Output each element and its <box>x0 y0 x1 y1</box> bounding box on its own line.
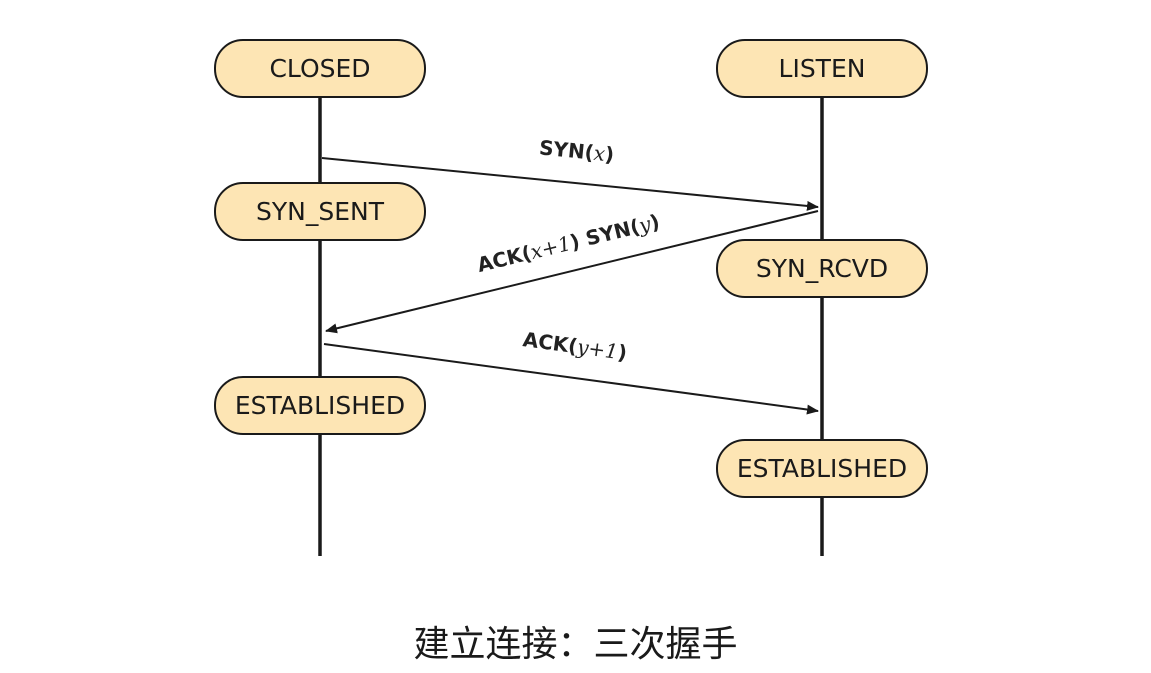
diagram-caption: 建立连接：三次握手 <box>413 624 738 665</box>
state-server-established: ESTABLISHED <box>716 439 928 498</box>
state-server-syn-rcvd: SYN_RCVD <box>716 239 928 298</box>
state-client-syn-sent: SYN_SENT <box>214 182 426 241</box>
state-label: CLOSED <box>269 54 370 83</box>
syn-ack-arrow <box>325 210 819 334</box>
state-server-listen: LISTEN <box>716 39 928 98</box>
state-label: ESTABLISHED <box>737 454 907 483</box>
state-label: SYN_SENT <box>256 197 385 226</box>
state-label: LISTEN <box>779 54 866 83</box>
state-client-established: ESTABLISHED <box>214 376 426 435</box>
state-label: ESTABLISHED <box>235 391 405 420</box>
state-client-closed: CLOSED <box>214 39 426 98</box>
state-label: SYN_RCVD <box>756 254 888 283</box>
syn-arrow <box>321 157 819 211</box>
ack-label: ACK(y+1) <box>521 327 628 365</box>
syn-ack-label: ACK(x+1) SYN(y) <box>475 209 662 277</box>
ack-arrow <box>323 343 819 415</box>
syn-label: SYN(x) <box>538 135 615 166</box>
